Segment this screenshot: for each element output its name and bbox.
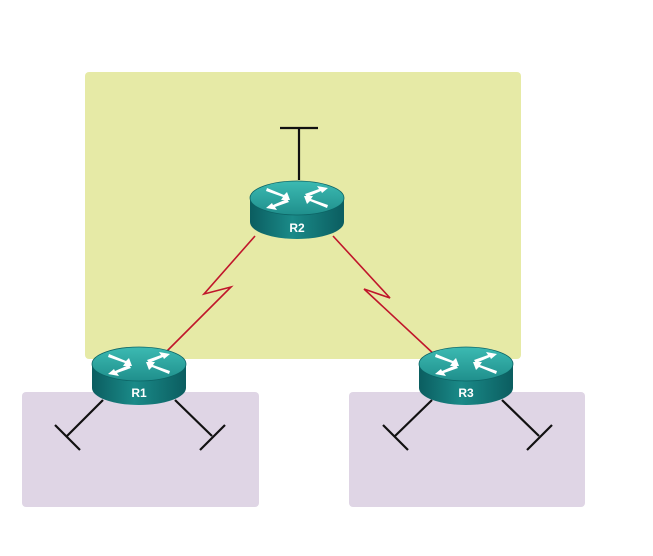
- router-r1[interactable]: R1: [91, 346, 187, 406]
- router-r3[interactable]: R3: [418, 346, 514, 406]
- bottom-left-area: [22, 392, 259, 507]
- serial-link-r2-r3: [332, 235, 437, 357]
- router-label-r3: R3: [458, 386, 474, 400]
- lan-stub-r3-left: [382, 399, 433, 451]
- router-label-r2: R2: [289, 221, 305, 235]
- serial-link-r2-r1: [161, 235, 256, 357]
- lan-stub-r1-right: [174, 399, 226, 451]
- bottom-right-area: [349, 392, 585, 507]
- router-r2[interactable]: R2: [249, 180, 345, 240]
- router-label-r1: R1: [131, 386, 147, 400]
- lan-stub-r2: [280, 126, 318, 180]
- lan-stub-r1-left: [54, 399, 104, 451]
- lan-stub-r3-right: [501, 399, 553, 451]
